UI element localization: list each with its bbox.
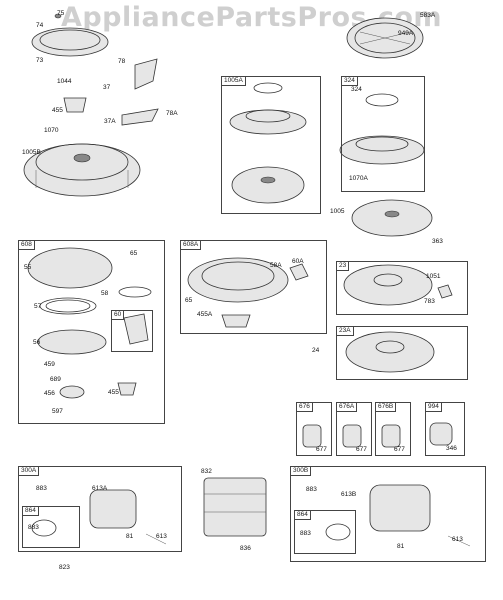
- group-box-300b: 300B: [290, 466, 486, 562]
- group-box-864-a: 864: [22, 506, 80, 548]
- part-label: 949A: [398, 30, 414, 37]
- part-label: 58A: [270, 262, 282, 269]
- group-box-1005a: 1005A: [221, 76, 321, 214]
- part-label: 883: [306, 486, 317, 493]
- group-label-676a: 676A: [337, 403, 358, 412]
- part-label: 613A: [92, 485, 108, 492]
- part-label: 56: [33, 339, 41, 346]
- part-label: 677: [394, 446, 405, 453]
- part-label: 65: [130, 250, 138, 257]
- group-box-676b: 676B: [375, 402, 411, 456]
- part-label: 455: [108, 389, 119, 396]
- group-box-994: 994: [425, 402, 465, 456]
- group-label-676b: 676B: [376, 403, 397, 412]
- part-label: 78: [118, 58, 126, 65]
- group-label-300b: 300B: [291, 467, 312, 476]
- part-label: 583A: [420, 12, 436, 19]
- group-box-23: 23: [336, 261, 468, 315]
- part-label: 65: [185, 297, 193, 304]
- part-label: 24: [312, 347, 320, 354]
- group-box-676a: 676A: [336, 402, 372, 456]
- part-label: 81: [126, 533, 134, 540]
- group-box-300a: 300A: [18, 466, 182, 552]
- group-box-676: 676: [296, 402, 332, 456]
- group-box-608: 608: [18, 240, 165, 424]
- part-label: 883: [28, 524, 39, 531]
- part-label: 74: [36, 22, 44, 29]
- group-label-23: 23: [337, 262, 350, 271]
- group-box-23a: 23A: [336, 326, 468, 380]
- part-label: 677: [316, 446, 327, 453]
- part-label: 58: [101, 290, 109, 297]
- part-label: 1044: [57, 78, 72, 85]
- part-label: 883: [36, 485, 47, 492]
- flywheel-1005b-drawing: [23, 143, 141, 197]
- part-label: 57: [34, 303, 42, 310]
- part-label: 363: [432, 238, 443, 245]
- part-label: 597: [52, 408, 63, 415]
- part-label: 689: [50, 376, 61, 383]
- part-label: 677: [356, 446, 367, 453]
- part-label: 1005B: [22, 149, 41, 156]
- part-label: 836: [240, 545, 251, 552]
- part-label: 783: [424, 298, 435, 305]
- part-label: 455A: [197, 311, 213, 318]
- group-label-324: 324: [342, 77, 358, 86]
- group-box-60: 60: [111, 310, 153, 352]
- group-label-23a: 23A: [337, 327, 354, 336]
- group-label-994: 994: [426, 403, 442, 412]
- part-label: 1070A: [349, 175, 368, 182]
- part-label: 73: [36, 57, 44, 64]
- part-label: 613: [452, 536, 463, 543]
- group-label-864-b: 864: [295, 511, 311, 520]
- part-label: 346: [446, 445, 457, 452]
- part-label: 1005: [330, 208, 345, 215]
- group-label-608: 608: [19, 241, 35, 250]
- part-label: 37A: [104, 118, 116, 125]
- group-box-324: 324: [341, 76, 425, 192]
- part-label: 823: [59, 564, 70, 571]
- group-label-608a: 608A: [181, 241, 202, 250]
- part-label: 1070: [44, 127, 59, 134]
- part-label: 324: [351, 86, 362, 93]
- group-box-608a: 608A: [180, 240, 327, 334]
- part-label: 456: [44, 390, 55, 397]
- part-label: 78A: [166, 110, 178, 117]
- cover-disc-drawing: [346, 17, 424, 59]
- group-label-1005a: 1005A: [222, 77, 246, 86]
- rotating-screen-drawing: [31, 13, 109, 57]
- group-label-864-a: 864: [23, 507, 39, 516]
- part-label: 75: [57, 10, 65, 17]
- group-label-300a: 300A: [19, 467, 40, 476]
- part-label: 1051: [426, 273, 441, 280]
- part-label: 37: [103, 84, 111, 91]
- group-label-60: 60: [112, 311, 125, 320]
- part-label: 613: [156, 533, 167, 540]
- part-label: 455: [52, 107, 63, 114]
- part-label: 81: [397, 543, 405, 550]
- group-box-864-b: 864: [294, 510, 356, 554]
- group-label-676: 676: [297, 403, 313, 412]
- part-label: 883: [300, 530, 311, 537]
- part-label: 832: [201, 468, 212, 475]
- part-label: 55: [24, 264, 32, 271]
- part-label: 459: [44, 361, 55, 368]
- part-label: 60A: [292, 258, 304, 265]
- part-label: 613B: [341, 491, 357, 498]
